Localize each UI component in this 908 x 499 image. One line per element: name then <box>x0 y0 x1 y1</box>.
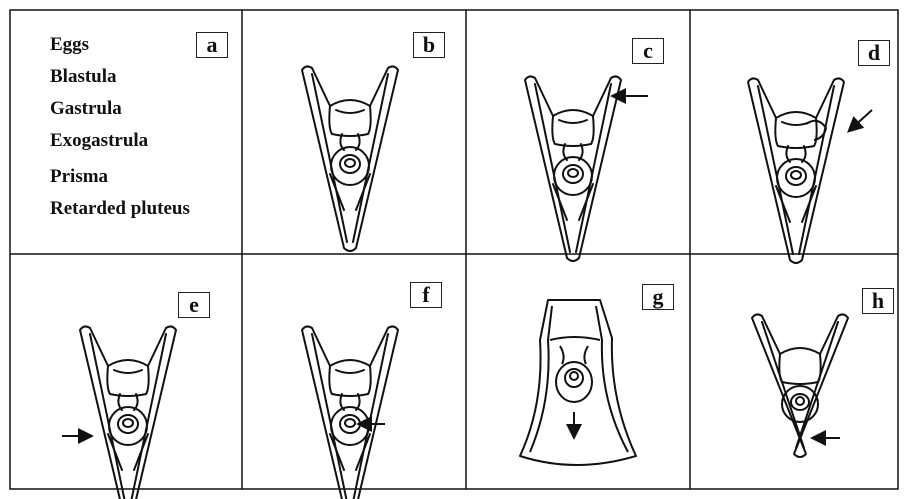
larva-h <box>752 314 848 457</box>
arrow-d <box>850 110 872 130</box>
panel-label-b: b <box>413 32 445 58</box>
panel-label-g: g <box>642 284 674 310</box>
panel-label-f: f <box>410 282 442 308</box>
stage-gastrula: Gastrula <box>50 98 122 120</box>
panel-label-h: h <box>862 288 894 314</box>
stage-blastula: Blastula <box>50 66 117 88</box>
larva-b <box>302 66 398 251</box>
panel-grid <box>10 10 898 489</box>
panel-label-c: c <box>632 38 664 64</box>
larva-c <box>525 76 621 261</box>
panel-label-e: e <box>178 292 210 318</box>
larva-f <box>302 326 398 499</box>
panel-label-d: d <box>858 40 890 66</box>
larva-g <box>520 300 636 465</box>
stage-exogastrula: Exogastrula <box>50 130 148 152</box>
larva-d <box>748 78 844 263</box>
panel-label-a: a <box>196 32 228 58</box>
stage-retarded-pluteus: Retarded pluteus <box>50 198 190 220</box>
larva-e <box>80 326 176 499</box>
stage-eggs: Eggs <box>50 34 89 56</box>
stage-prisma: Prisma <box>50 166 108 188</box>
